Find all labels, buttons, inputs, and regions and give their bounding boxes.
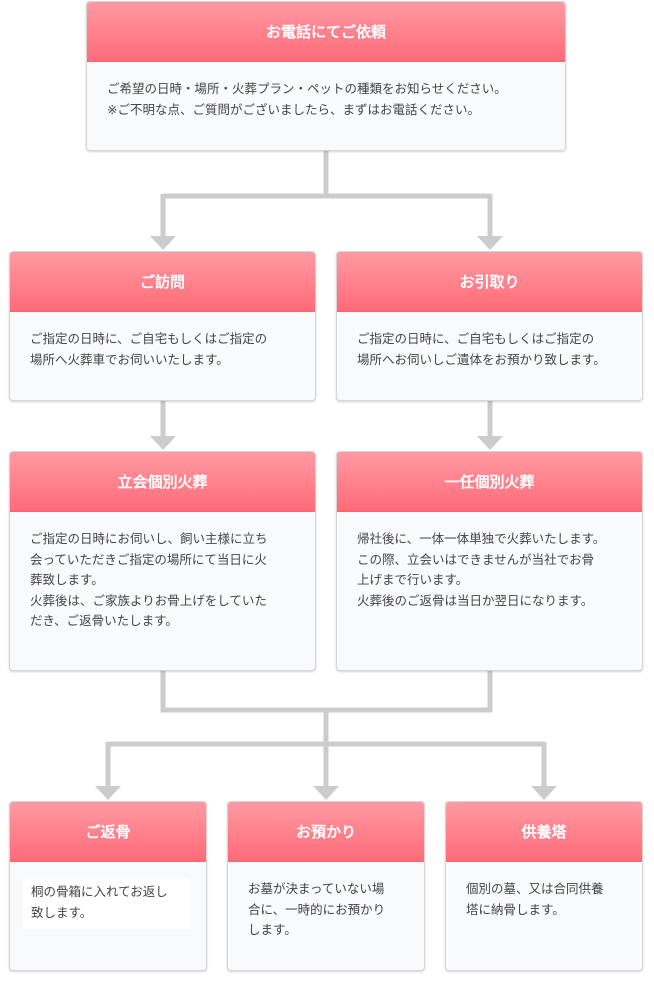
node-title: お電話にてご依頼 <box>87 2 565 62</box>
node-title: ご返骨 <box>10 802 206 862</box>
node-return-ashes: ご返骨 桐の骨箱に入れてお返し 致します。 <box>9 801 207 971</box>
node-text: お墓が決まっていない場 合に、一時的にお預かり します。 <box>248 881 386 937</box>
node-visit: ご訪問 ご指定の日時に、ご自宅もしくはご指定の 場所へ火葬車でお伺いいたします。 <box>9 251 316 401</box>
arrow-to-return <box>95 786 121 800</box>
arrow-to-keep <box>313 786 339 800</box>
node-text: 帰社後に、一体一体単独で火葬いたします。 この際、立会いはできませんが当社でお骨… <box>357 531 606 608</box>
connector-arrowheads <box>95 236 557 800</box>
node-title: 立会個別火葬 <box>10 452 315 512</box>
arrow-to-entrusted <box>477 436 503 450</box>
node-title: お預かり <box>228 802 424 862</box>
node-memorial-tower: 供養塔 個別の墓、又は合同供養 塔に納骨します。 <box>445 801 643 971</box>
node-text: ご指定の日時にお伺いし、飼い主様に立ち 会っていただきご指定の場所にて当日に火 … <box>30 531 268 628</box>
node-text: ご希望の日時・場所・火葬プラン・ペットの種類をお知らせください。 ※ご不明な点、… <box>107 81 507 117</box>
node-title: お引取り <box>337 252 642 312</box>
connector-lines <box>105 150 547 787</box>
node-title: ご訪問 <box>10 252 315 312</box>
node-text: 桐の骨箱に入れてお返し 致します。 <box>23 878 190 929</box>
node-text: 個別の墓、又は合同供養 塔に納骨します。 <box>466 881 604 917</box>
node-text: ご指定の日時に、ご自宅もしくはご指定の 場所へ火葬車でお伺いいたします。 <box>30 331 268 367</box>
node-text: ご指定の日時に、ご自宅もしくはご指定の 場所へお伺いしご遺体をお預かり致します。 <box>357 331 606 367</box>
node-attended-cremation: 立会個別火葬 ご指定の日時にお伺いし、飼い主様に立ち 会っていただきご指定の場所… <box>9 451 316 671</box>
node-pickup: お引取り ご指定の日時に、ご自宅もしくはご指定の 場所へお伺いしご遺体をお預かり… <box>336 251 643 401</box>
node-keep-ashes: お預かり お墓が決まっていない場 合に、一時的にお預かり します。 <box>227 801 425 971</box>
node-title: 供養塔 <box>446 802 642 862</box>
arrow-to-visit <box>150 236 176 250</box>
arrow-to-attended <box>150 436 176 450</box>
node-entrusted-cremation: 一任個別火葬 帰社後に、一体一体単独で火葬いたします。 この際、立会いはできませ… <box>336 451 643 671</box>
arrow-to-memorial <box>531 786 557 800</box>
arrow-to-pickup <box>477 236 503 250</box>
node-title: 一任個別火葬 <box>337 452 642 512</box>
node-phone-request: お電話にてご依頼 ご希望の日時・場所・火葬プラン・ペットの種類をお知らせください… <box>86 1 566 151</box>
